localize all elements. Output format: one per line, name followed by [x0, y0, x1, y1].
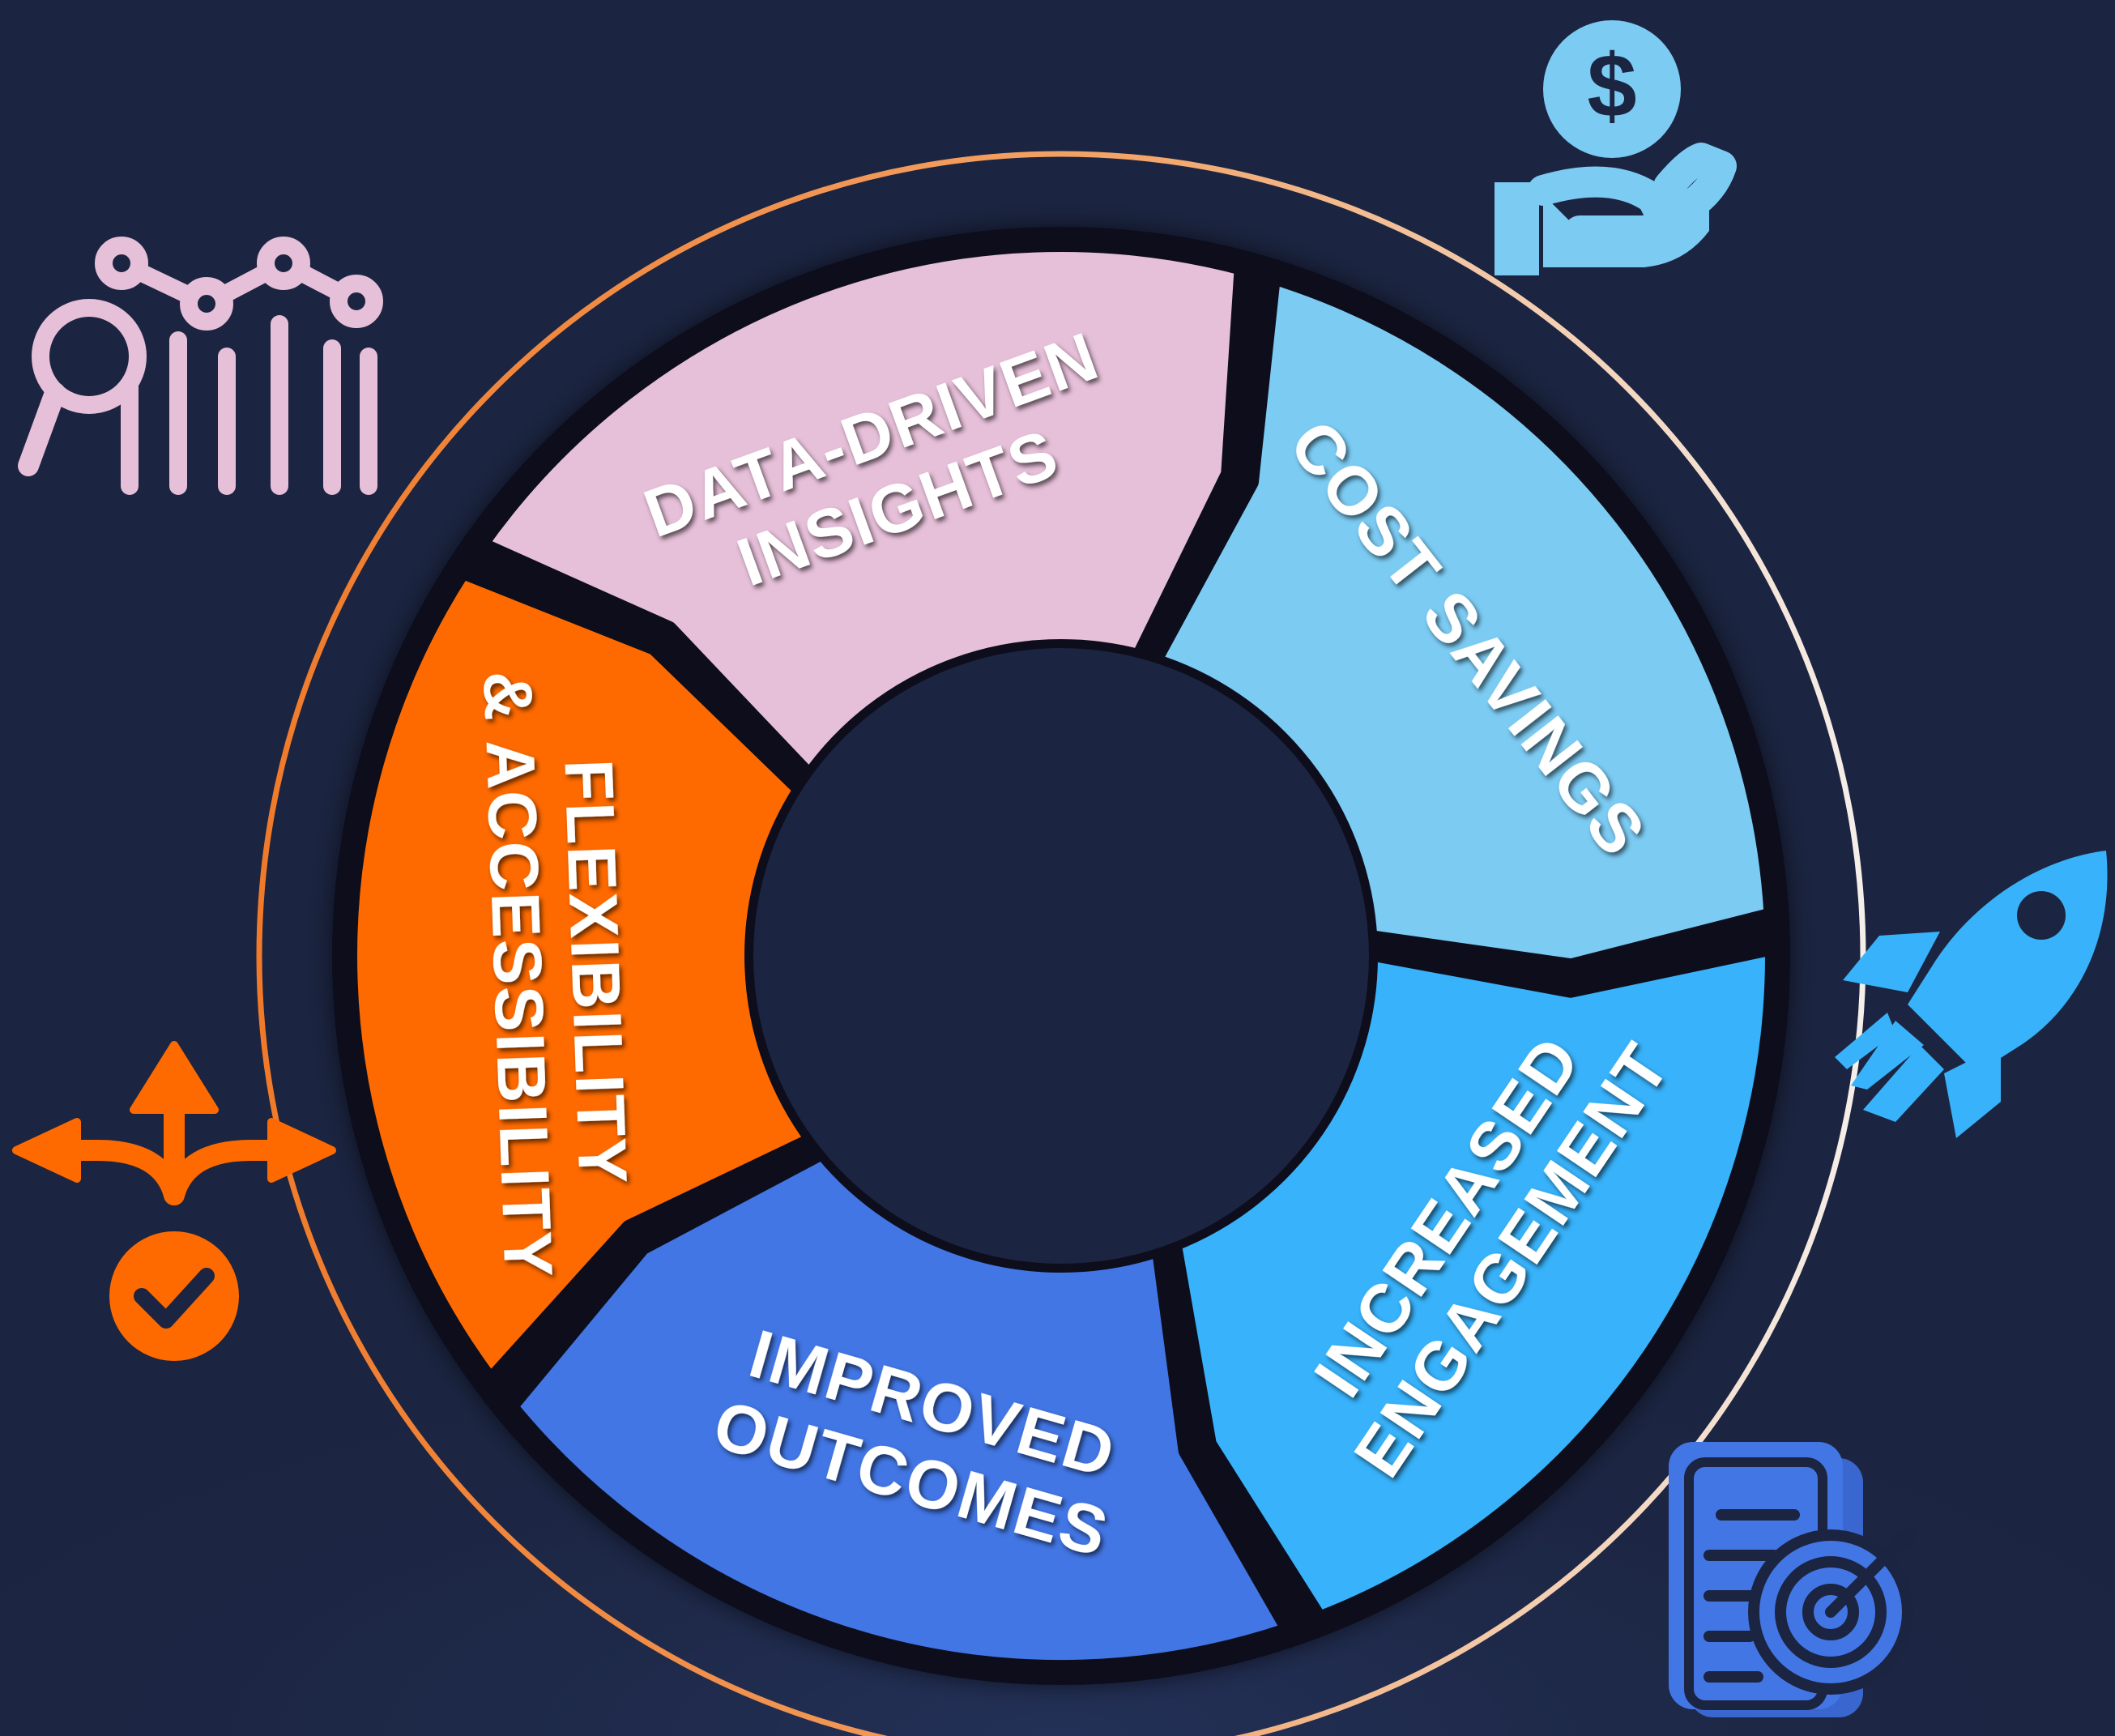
rocket-icon	[1835, 851, 2108, 1138]
money-hand-icon: $	[1495, 20, 1737, 275]
chart-magnifier-icon	[18, 237, 383, 495]
center-hole	[753, 648, 1369, 1264]
document-target-icon	[1669, 1442, 1916, 1717]
segment-label-line: FLEXIBILITY	[550, 758, 641, 1187]
arrows-check-icon	[12, 1041, 336, 1361]
svg-text:$: $	[1587, 36, 1636, 136]
